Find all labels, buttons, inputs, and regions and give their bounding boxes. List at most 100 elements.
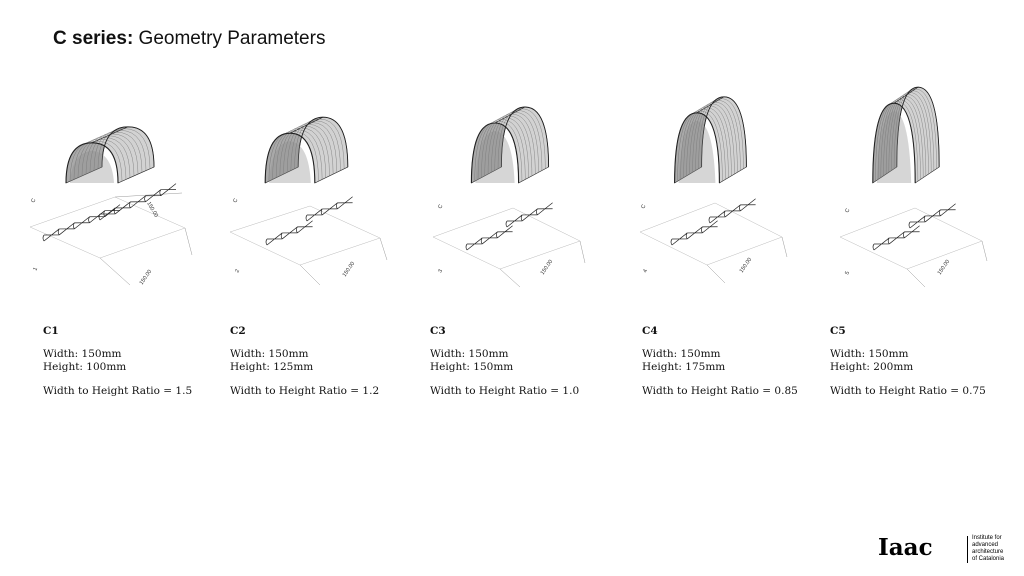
footprint-curve bbox=[536, 208, 538, 216]
c3-pattern-back bbox=[505, 202, 553, 228]
footprint-curve bbox=[872, 243, 875, 251]
geometry-panel-c5: C 5 150.00 bbox=[832, 86, 1012, 295]
footprint-curve bbox=[939, 209, 941, 217]
shell-rib bbox=[272, 129, 323, 180]
c5-diagram: C 5 150.00 bbox=[839, 86, 988, 288]
footprint-cell bbox=[497, 225, 513, 239]
c4-dim-bottom: 150.00 bbox=[739, 257, 754, 274]
c4-arch bbox=[674, 96, 747, 184]
footprint-curve bbox=[336, 202, 338, 210]
footprint-curve bbox=[701, 226, 703, 234]
footprint-cell bbox=[940, 203, 956, 217]
c3-col-label: C bbox=[437, 204, 444, 210]
c5-caption: C5 Width: 150mm Height: 200mm Width to H… bbox=[830, 325, 986, 398]
footprint-curve bbox=[887, 237, 890, 245]
shell-rib bbox=[494, 110, 543, 171]
c1-row-label: 1 bbox=[32, 267, 39, 272]
footprint-curve bbox=[739, 204, 741, 212]
shell-rib bbox=[89, 131, 143, 173]
c1-inner-shade bbox=[70, 150, 114, 183]
footprint-curve bbox=[708, 216, 711, 224]
footprint-curve bbox=[113, 207, 116, 215]
c4-pattern-front bbox=[670, 220, 718, 246]
shell-rib bbox=[77, 137, 131, 178]
c3-inner-shade bbox=[475, 131, 515, 183]
footprint-cell bbox=[114, 201, 131, 215]
c5-front-edge bbox=[872, 102, 916, 184]
c2-height: Height: 125mm bbox=[230, 361, 314, 373]
footprint-cell bbox=[58, 222, 75, 236]
footprint-curve bbox=[903, 231, 905, 239]
footprint-curve bbox=[520, 214, 523, 222]
c5-id: C5 bbox=[830, 325, 846, 337]
c3-pattern-front bbox=[465, 225, 513, 251]
c4-pattern-back bbox=[708, 198, 756, 224]
footprint-curve bbox=[88, 216, 90, 223]
c2-id: C2 bbox=[230, 325, 246, 337]
footprint-cell bbox=[888, 231, 905, 245]
footprint-cell bbox=[740, 198, 756, 212]
footprint-cell bbox=[506, 214, 523, 228]
c4-ratio: Width to Height Ratio = 0.85 bbox=[642, 385, 798, 397]
footprint-curve bbox=[98, 213, 101, 221]
c4-width: Width: 150mm bbox=[642, 348, 721, 360]
geometry-panel-c1: C 1 150.00 150.00 bbox=[22, 95, 202, 295]
c2-pattern-back bbox=[305, 196, 353, 222]
c4-inner-shade bbox=[678, 120, 716, 183]
c1-pattern-back bbox=[98, 183, 177, 221]
c3-front-edge bbox=[470, 122, 520, 184]
footprint-cell bbox=[266, 232, 283, 246]
footprint-cell bbox=[537, 202, 553, 216]
shell-rib bbox=[279, 125, 330, 176]
c4-col-label: C bbox=[640, 204, 647, 210]
footprint-cell bbox=[160, 183, 177, 196]
c5-pattern-back bbox=[908, 203, 956, 229]
footprint-curve bbox=[280, 232, 283, 240]
footprint-cell bbox=[145, 189, 162, 203]
footprint-curve bbox=[505, 220, 508, 228]
c1-caption: C1 Width: 150mm Height: 100mm Width to H… bbox=[43, 325, 192, 398]
c1-pattern-front bbox=[42, 204, 121, 242]
c3-row-label: 3 bbox=[437, 269, 444, 274]
shell-rib bbox=[85, 133, 139, 175]
shell-rib bbox=[891, 90, 935, 171]
shell-rib bbox=[73, 139, 127, 180]
c1-height: Height: 100mm bbox=[43, 361, 127, 373]
shell-rib bbox=[491, 112, 539, 173]
shell-rib bbox=[93, 130, 147, 171]
c3-dim-bottom: 150.00 bbox=[540, 259, 555, 276]
footprint-cell bbox=[130, 195, 146, 209]
footprint-curve bbox=[129, 201, 131, 209]
shell-rib bbox=[287, 122, 337, 173]
c3-height: Height: 150mm bbox=[430, 361, 514, 373]
footprint-cell bbox=[724, 204, 741, 218]
c4-height: Height: 175mm bbox=[642, 361, 726, 373]
footprint-curve bbox=[923, 215, 926, 223]
c5-arch bbox=[872, 86, 940, 184]
c1-front-edge bbox=[65, 142, 119, 184]
c5-height: Height: 200mm bbox=[830, 361, 914, 373]
iaac-logo-text: Institute for advanced architecture of C… bbox=[972, 535, 1005, 562]
footprint-curve bbox=[57, 228, 60, 236]
footprint-cell bbox=[909, 215, 926, 229]
c1-dim-top: 150.00 bbox=[145, 201, 159, 219]
c1-back-edge bbox=[101, 126, 155, 168]
iaac-logo-mark: Iaac bbox=[878, 534, 933, 561]
footprint-cell bbox=[671, 232, 688, 246]
shell-rib bbox=[695, 100, 741, 171]
c1-diagram: C 1 150.00 150.00 bbox=[29, 126, 193, 286]
footprint-cell bbox=[99, 207, 116, 221]
footprint-cell bbox=[873, 237, 890, 251]
c2-width: Width: 150mm bbox=[230, 348, 309, 360]
footprint-cell bbox=[466, 237, 483, 251]
c5-pattern-front bbox=[872, 225, 920, 251]
c3-ratio: Width to Height Ratio = 1.0 bbox=[430, 385, 580, 397]
geometry-panel-c4: C 4 150.00 bbox=[632, 95, 812, 295]
c1-ratio: Width to Height Ratio = 1.5 bbox=[43, 385, 193, 397]
footprint-curve bbox=[465, 243, 468, 251]
c4-row-label: 4 bbox=[642, 269, 649, 274]
c3-caption: C3 Width: 150mm Height: 150mm Width to H… bbox=[430, 325, 579, 398]
shell-rib bbox=[97, 128, 151, 169]
c4-id: C4 bbox=[642, 325, 658, 337]
shell-rib bbox=[69, 140, 123, 182]
